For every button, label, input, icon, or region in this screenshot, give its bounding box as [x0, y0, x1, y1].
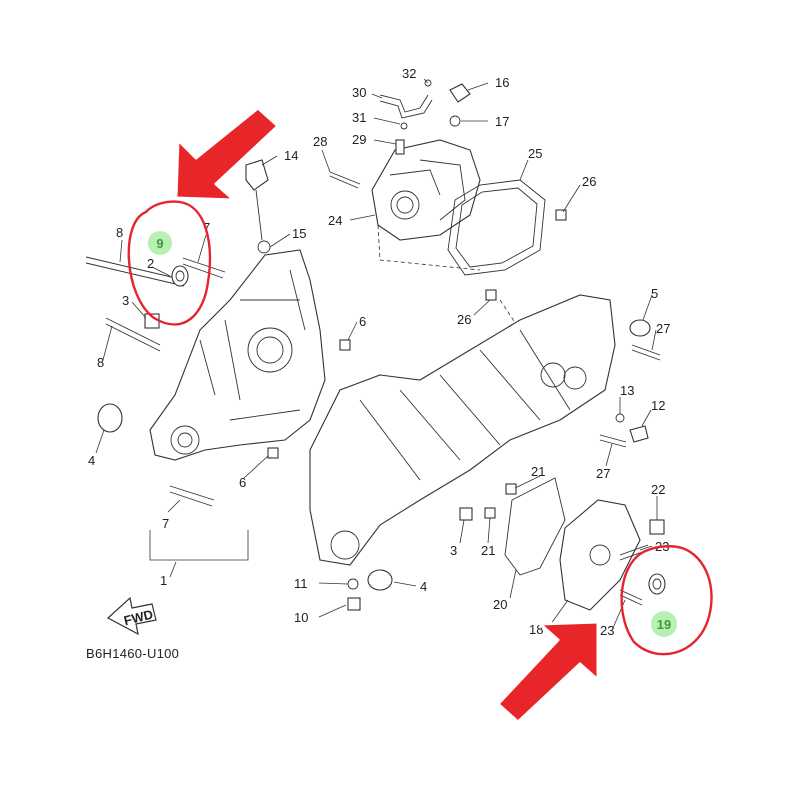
- callout-21b: 21: [481, 543, 495, 558]
- crankcase-cover-top: [371, 139, 481, 241]
- badge-part-9: 9: [148, 231, 172, 255]
- gasket-11: [347, 578, 359, 590]
- callout-15: 15: [292, 226, 306, 241]
- bracket-1: [149, 530, 249, 561]
- callout-30: 30: [352, 85, 366, 100]
- callout-27-lower: 27: [596, 466, 610, 481]
- callout-21a: 21: [531, 464, 545, 479]
- callout-29: 29: [352, 132, 366, 147]
- callout-3-left: 3: [122, 293, 129, 308]
- callout-28: 28: [313, 134, 327, 149]
- bolt-23-lower: [619, 589, 643, 606]
- callout-26-lower: 26: [457, 312, 471, 327]
- callout-4-right: 4: [420, 579, 427, 594]
- bush-5: [629, 319, 651, 337]
- crankcase-left-half: [149, 249, 326, 461]
- dowel-21a: [505, 483, 517, 495]
- callout-26: 26: [582, 174, 596, 189]
- callout-31: 31: [352, 110, 366, 125]
- cap-16: [449, 83, 471, 103]
- callout-1: 1: [160, 573, 167, 588]
- callout-3-right: 3: [450, 543, 457, 558]
- bush-4-right: [367, 569, 393, 591]
- callout-12: 12: [651, 398, 665, 413]
- o-ring-15: [257, 240, 271, 254]
- cover-18: [559, 499, 641, 611]
- callout-6-upper: 6: [359, 314, 366, 329]
- callout-2: 2: [147, 256, 154, 271]
- callout-27-upper: 27: [656, 321, 670, 336]
- bolt-28: [329, 171, 361, 189]
- diagram-code: B6H1460-U100: [86, 646, 179, 661]
- oil-dipstick-14: [245, 159, 269, 241]
- callout-4-left: 4: [88, 453, 95, 468]
- dowel-6-upper: [339, 339, 351, 351]
- oil-pipe-30: [379, 94, 433, 119]
- dowel-3-right: [459, 507, 473, 521]
- bush-4-left: [97, 403, 123, 433]
- dowel-26b: [485, 289, 497, 301]
- gasket-20: [504, 477, 566, 576]
- callout-16: 16: [495, 75, 509, 90]
- callout-8-upper: 8: [116, 225, 123, 240]
- highlight-arrow-upper-icon: [174, 106, 280, 202]
- callout-22: 22: [651, 482, 665, 497]
- highlight-circle-part-19: [620, 545, 713, 656]
- oil-seal-19: [648, 573, 666, 595]
- callout-24: 24: [328, 213, 342, 228]
- fwd-label: FWD: [122, 607, 154, 629]
- dowel-21b: [484, 507, 496, 519]
- callout-7-lower: 7: [162, 516, 169, 531]
- bolt-12: [629, 425, 649, 443]
- dowel-6-lower: [267, 447, 279, 459]
- callout-5: 5: [651, 286, 658, 301]
- gasket-25: [447, 179, 546, 276]
- badge-9-label: 9: [156, 236, 163, 251]
- bolt-27-upper: [631, 344, 661, 361]
- o-ring-17: [449, 115, 461, 127]
- callout-32: 32: [402, 66, 416, 81]
- bolt-7-lower: [169, 485, 215, 507]
- badge-19-label: 19: [657, 617, 671, 632]
- callout-11: 11: [294, 576, 308, 591]
- oil-seal-9: [171, 265, 189, 287]
- clip-31: [400, 122, 408, 130]
- washer-13: [615, 413, 625, 423]
- highlight-arrow-lower-icon: [496, 620, 600, 724]
- callout-20: 20: [493, 597, 507, 612]
- fitting-29: [395, 139, 405, 155]
- callout-23-lower: 23: [600, 623, 614, 638]
- callout-25: 25: [528, 146, 542, 161]
- callout-labels: 32 30 16 31 17 29 28 14 25 26 24 15 8 7 …: [88, 66, 670, 638]
- bolt-27-lower: [599, 434, 627, 448]
- bolt-7-upper: [182, 257, 226, 279]
- badge-part-19: 19: [651, 611, 677, 637]
- dowel-26a: [555, 209, 567, 221]
- callout-10: 10: [294, 610, 308, 625]
- bolt-8-upper: [85, 256, 185, 287]
- callout-14: 14: [284, 148, 298, 163]
- callout-6-lower: 6: [239, 475, 246, 490]
- clip-32: [424, 79, 432, 87]
- drain-bolt-10: [347, 597, 361, 611]
- crankcase-right-half: [309, 294, 616, 566]
- fwd-arrow-icon: FWD: [106, 596, 157, 636]
- highlight-circle-part-9: [127, 200, 212, 326]
- callout-17: 17: [495, 114, 509, 129]
- callout-13: 13: [620, 383, 634, 398]
- bolt-22: [649, 519, 665, 535]
- bolt-8-lower: [105, 317, 161, 352]
- callout-8-lower: 8: [97, 355, 104, 370]
